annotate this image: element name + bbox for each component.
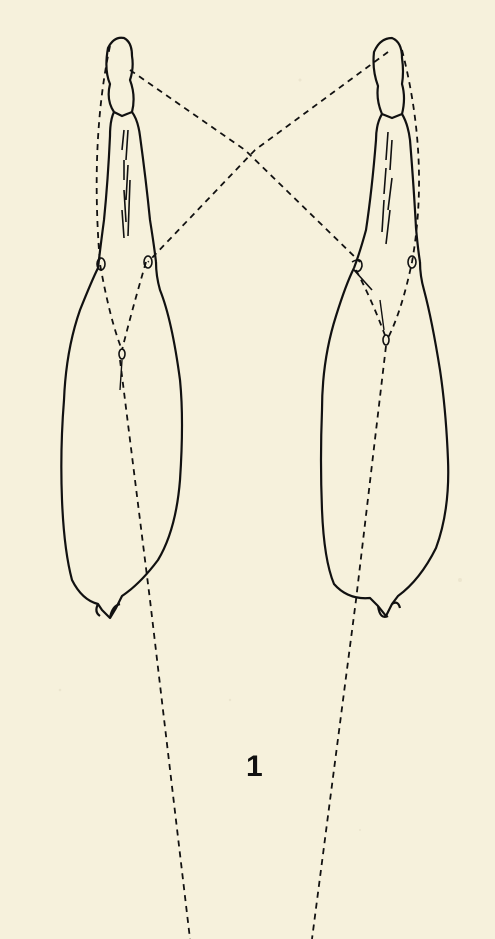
left-neck-right	[132, 112, 156, 262]
right-inner-curve	[356, 270, 386, 338]
right-head	[374, 38, 405, 118]
left-node	[119, 349, 125, 359]
right-neck-right	[402, 114, 420, 262]
left-spine-marks	[122, 130, 130, 238]
left-body	[61, 262, 182, 618]
left-specimen	[61, 38, 182, 618]
right-body	[321, 262, 448, 616]
left-descending-line	[120, 360, 190, 939]
left-inner-curve	[122, 262, 146, 350]
right-neck	[354, 114, 382, 268]
paper-texture	[59, 79, 462, 832]
right-descending-line	[312, 346, 386, 939]
cross-line-b	[148, 52, 388, 262]
right-specimen	[321, 38, 448, 617]
left-head	[106, 38, 133, 116]
figure-number-label: 1	[246, 752, 263, 782]
left-neck	[98, 112, 114, 268]
right-node	[383, 335, 389, 345]
right-spine-marks	[382, 132, 392, 244]
